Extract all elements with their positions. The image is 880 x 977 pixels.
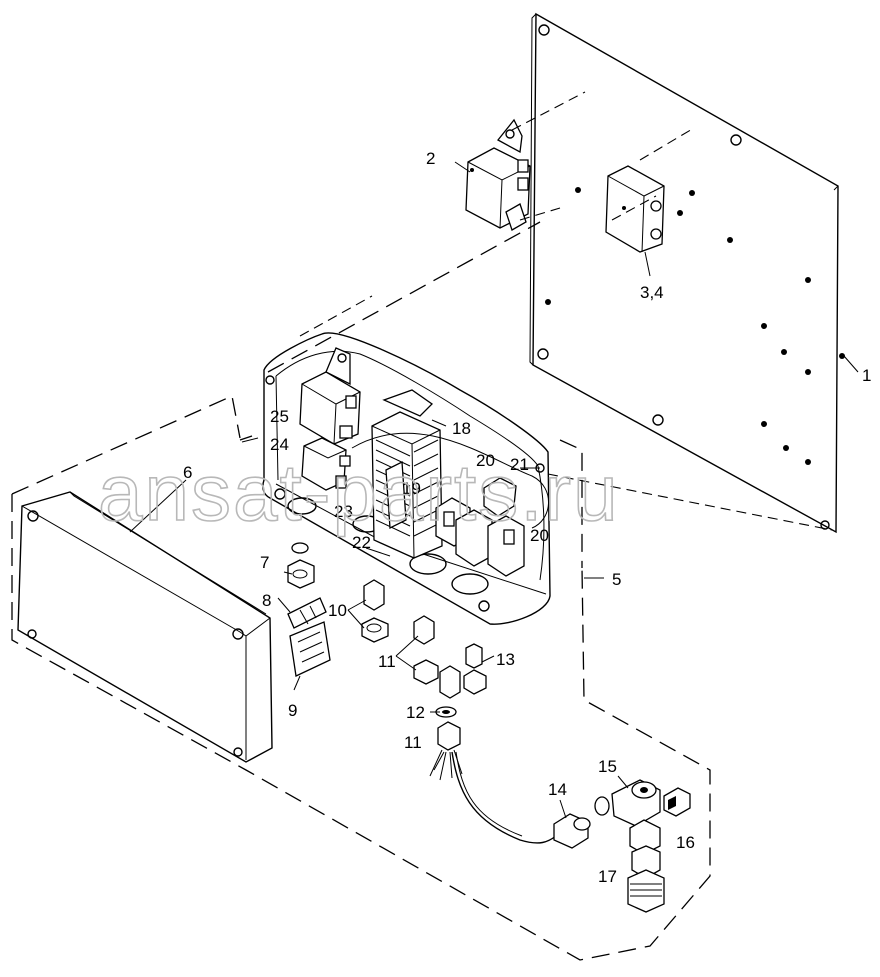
callout-5: 5 (612, 570, 621, 589)
callout-16: 16 (676, 833, 695, 852)
fitting-13 (463, 643, 487, 695)
projection-lines (267, 91, 833, 531)
callout-2: 2 (426, 149, 435, 168)
callout-10: 10 (328, 601, 347, 620)
callout-13: 13 (496, 650, 515, 669)
gland-17 (627, 819, 665, 913)
clip-8 (287, 597, 327, 629)
assembly-outline (11, 395, 711, 961)
callout-23: 23 (334, 502, 353, 521)
callout-15: 15 (598, 757, 617, 776)
cable-gland-11 (429, 721, 463, 781)
terminal-connectors (435, 477, 525, 577)
housing-box (262, 332, 551, 625)
callout-18: 18 (452, 419, 471, 438)
leader-lines (129, 355, 859, 819)
callout-8: 8 (262, 591, 271, 610)
relay-25 (299, 347, 361, 445)
clip-9 (289, 621, 331, 677)
relay-24 (301, 437, 351, 491)
relay-3-4 (605, 165, 665, 277)
watermark: ansat-parts.ru (98, 448, 620, 537)
callout-7: 7 (260, 553, 269, 572)
plug-14 (553, 813, 591, 849)
callout-3-4: 3,4 (640, 283, 664, 302)
fitting-7 (287, 542, 315, 589)
fitting-10 (361, 579, 389, 643)
callout-25: 25 (270, 407, 289, 426)
fitting-11 (413, 615, 461, 699)
callout-19: 19 (402, 479, 421, 498)
callout-1: 1 (862, 366, 871, 385)
connector-15 (594, 779, 661, 827)
callout-11a: 11 (378, 652, 396, 671)
internal-wire (351, 432, 549, 529)
cable (451, 751, 557, 844)
callout-11b: 11 (404, 733, 422, 752)
callout-21: 21 (510, 455, 529, 474)
callout-14: 14 (548, 780, 567, 799)
callout-9: 9 (288, 701, 297, 720)
callout-20b: 20 (530, 526, 549, 545)
fitting-12 (435, 706, 457, 718)
lid (17, 491, 273, 763)
callout-20a: 20 (476, 451, 495, 470)
mounting-plate (529, 12, 845, 534)
callout-12: 12 (406, 703, 425, 722)
callout-6: 6 (183, 463, 192, 482)
terminal-block (371, 389, 443, 559)
callout-17: 17 (598, 867, 617, 886)
callout-24: 24 (270, 435, 289, 454)
callouts: 1 2 3,4 5 6 7 8 9 10 11 11 12 13 14 15 1… (183, 149, 871, 886)
callout-22: 22 (352, 533, 371, 552)
clip-16 (663, 787, 691, 817)
relay-2 (454, 118, 531, 231)
